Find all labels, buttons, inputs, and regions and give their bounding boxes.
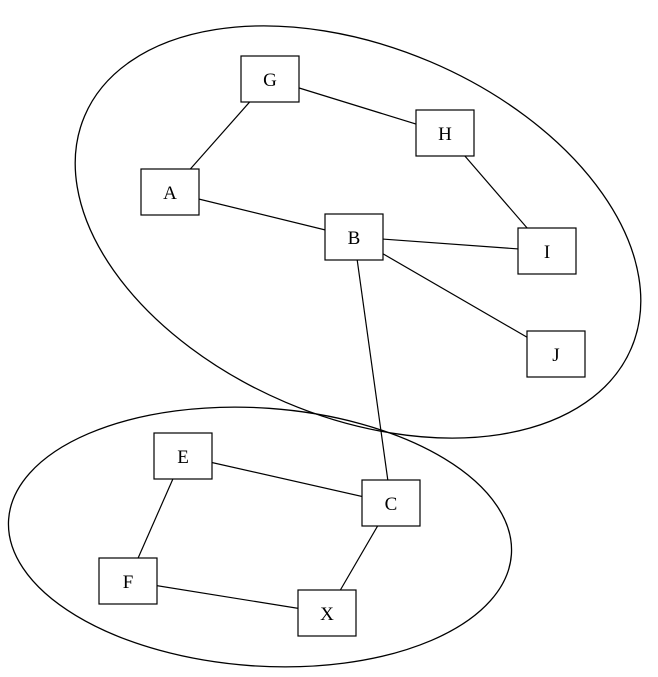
node-label: B — [348, 228, 361, 249]
node-box — [526, 330, 586, 378]
node-box — [361, 479, 421, 527]
node-box — [517, 227, 577, 275]
node-label: G — [263, 70, 277, 91]
node-box — [98, 557, 158, 605]
node-label: X — [320, 604, 334, 625]
node-label: A — [163, 183, 177, 204]
edges — [127, 78, 557, 614]
node-e[interactable]: E — [153, 432, 213, 480]
cluster-lower — [7, 406, 513, 668]
node-label: C — [385, 494, 398, 515]
node-label: F — [123, 572, 134, 593]
node-x[interactable]: X — [297, 589, 357, 637]
node-i[interactable]: I — [517, 227, 577, 275]
node-c[interactable]: C — [361, 479, 421, 527]
node-f[interactable]: F — [98, 557, 158, 605]
edge-b-i — [353, 236, 548, 252]
node-box — [240, 55, 300, 103]
node-box — [153, 432, 213, 480]
node-h[interactable]: H — [415, 109, 475, 157]
edge-f-x — [127, 580, 328, 614]
node-box — [140, 168, 200, 216]
node-box — [415, 109, 475, 157]
nodes: G H A B I J E C F X — [98, 55, 586, 637]
node-j[interactable]: J — [526, 330, 586, 378]
edge-e-c — [182, 455, 392, 504]
node-box — [297, 589, 357, 637]
edge-b-j — [353, 236, 557, 355]
edge-a-b — [169, 191, 355, 238]
node-label: H — [438, 124, 452, 145]
cluster-upper — [74, 25, 642, 439]
node-label: I — [544, 242, 550, 263]
node-label: J — [552, 345, 559, 366]
node-a[interactable]: A — [140, 168, 200, 216]
edge-b-c — [353, 236, 392, 504]
node-box — [324, 213, 384, 261]
node-g[interactable]: G — [240, 55, 300, 103]
node-label: E — [177, 447, 189, 468]
node-b[interactable]: B — [324, 213, 384, 261]
